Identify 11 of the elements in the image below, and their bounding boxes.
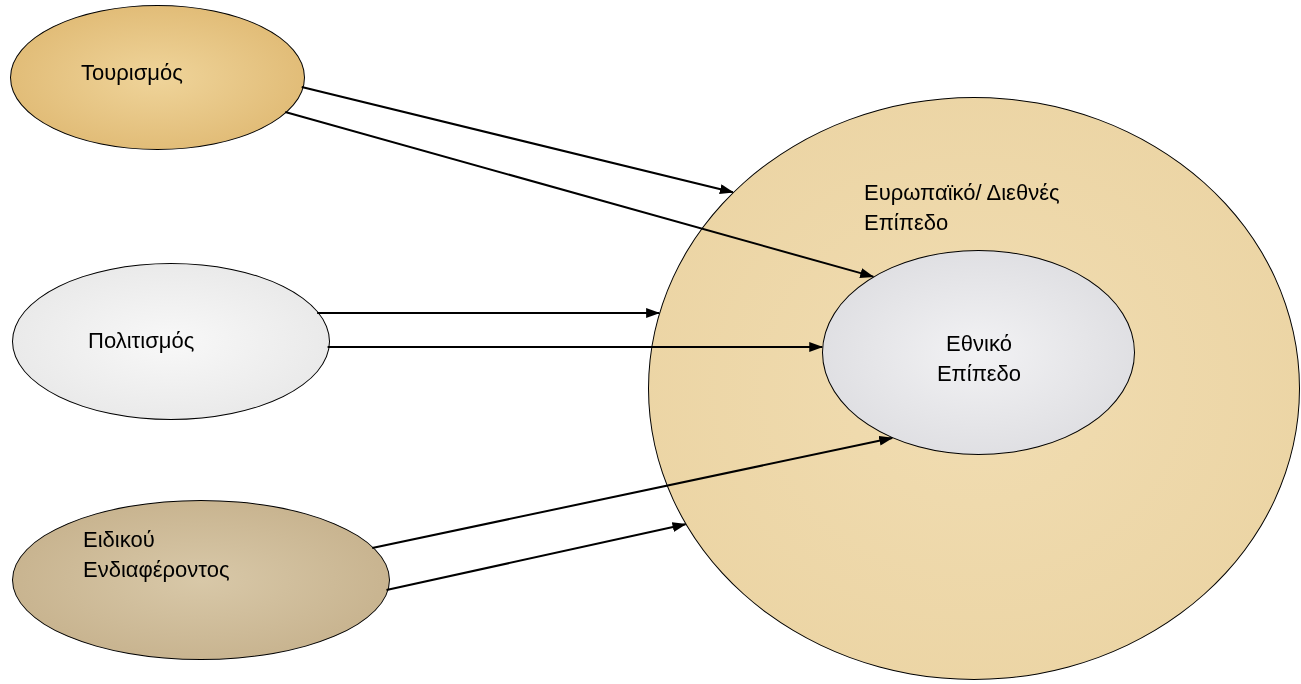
node-label: Ευρωπαϊκό/ Διεθνές Επίπεδο bbox=[864, 179, 1061, 237]
arrow bbox=[326, 342, 824, 352]
arrow bbox=[284, 111, 875, 278]
node-label: Πολιτισμός bbox=[88, 327, 196, 355]
arrow bbox=[385, 522, 687, 591]
arrow bbox=[300, 86, 734, 195]
arrow bbox=[371, 435, 894, 549]
node-label: Εθνικό Επίπεδο bbox=[935, 330, 1023, 388]
node-label: Ειδικού Ενδιαφέροντος bbox=[83, 526, 231, 584]
node-label: Τουρισμός bbox=[81, 59, 184, 87]
arrow bbox=[316, 308, 661, 318]
